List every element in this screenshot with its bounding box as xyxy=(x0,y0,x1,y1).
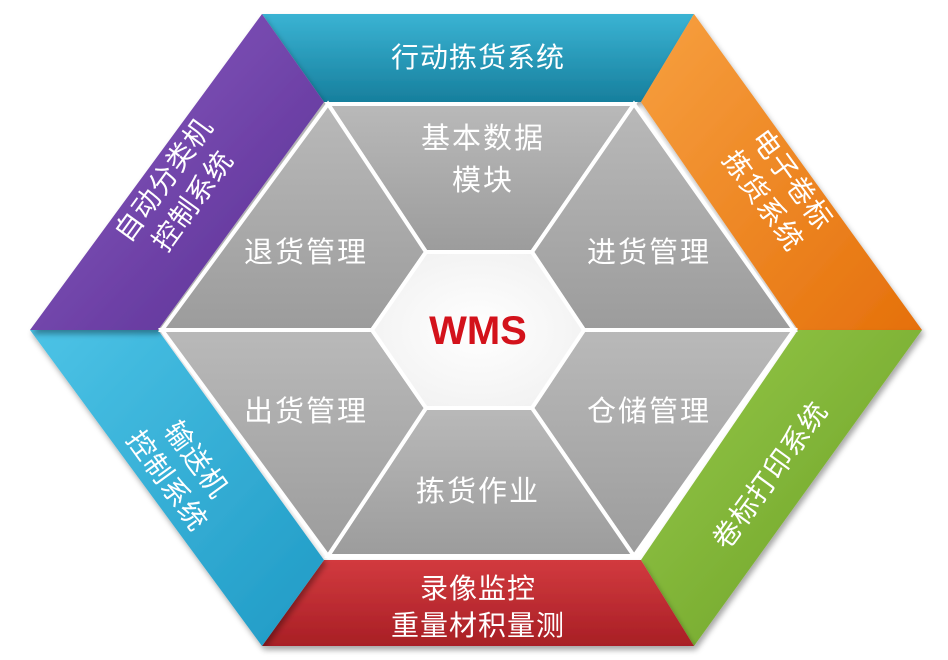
outer-label-bottom-line1: 录像监控 xyxy=(420,572,536,605)
outer-label-top: 行动拣货系统 xyxy=(391,41,565,74)
inner-label-top-line1: 基本数据 xyxy=(421,121,545,155)
inner-label-lower-left: 出货管理 xyxy=(244,394,368,428)
center-label: WMS xyxy=(429,309,527,353)
outer-system-bottom xyxy=(262,560,694,646)
outer-system-upper-right xyxy=(641,14,922,330)
inner-label-upper-right: 进货管理 xyxy=(587,235,711,269)
outer-label-bottom-line2: 重量材积量测 xyxy=(391,609,565,642)
inner-label-top-line2: 模块 xyxy=(452,163,514,197)
inner-label-bottom: 拣货作业 xyxy=(416,474,540,508)
inner-label-upper-left: 退货管理 xyxy=(244,235,368,269)
center-hexagon: WMS xyxy=(369,250,587,410)
outer-system-lower-right xyxy=(641,330,922,646)
inner-label-lower-right: 仓储管理 xyxy=(587,394,711,428)
outer-system-lower-left xyxy=(30,330,324,646)
outer-system-upper-left xyxy=(30,14,324,330)
outer-system-top xyxy=(262,14,694,102)
